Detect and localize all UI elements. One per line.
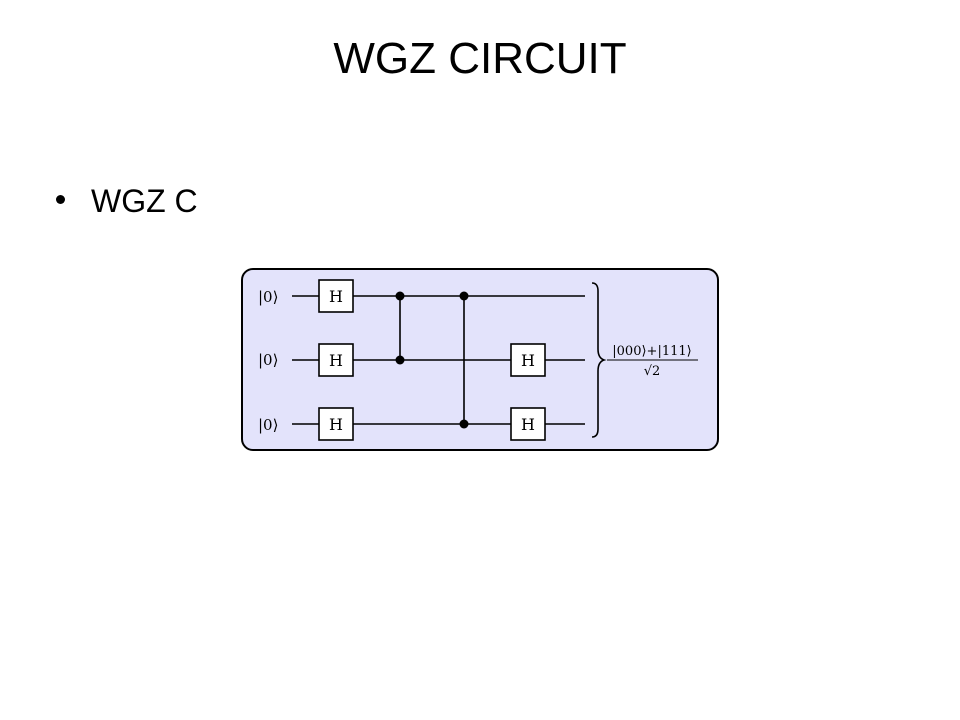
bullet-dot: [56, 194, 65, 204]
gate-label: H: [329, 351, 343, 370]
bullet-item: WGZ C: [56, 178, 198, 224]
output-state-numerator: |000⟩+|111⟩: [612, 344, 691, 359]
control-dot: [395, 291, 405, 301]
input-label-3: |0⟩: [258, 416, 278, 434]
hadamard-gate: H: [318, 279, 354, 313]
bullet-text: WGZ C: [91, 182, 198, 219]
slide-title: WGZ CIRCUIT: [333, 34, 627, 83]
control-dot: [459, 419, 469, 429]
hadamard-gate: H: [318, 407, 354, 441]
hadamard-gate: H: [510, 343, 546, 377]
hadamard-gate: H: [318, 343, 354, 377]
gate-label: H: [329, 287, 343, 306]
circuit-diagram: |0⟩ |0⟩ |0⟩ H H H H H |000⟩+|111⟩ √2: [241, 268, 719, 451]
input-label-1: |0⟩: [258, 288, 278, 306]
control-dot: [459, 291, 469, 301]
gate-label: H: [521, 415, 535, 434]
output-brace: [591, 282, 607, 438]
gate-label: H: [521, 351, 535, 370]
output-state-denominator: √2: [644, 364, 661, 379]
gate-label: H: [329, 415, 343, 434]
hadamard-gate: H: [510, 407, 546, 441]
control-dot: [395, 355, 405, 365]
input-label-2: |0⟩: [258, 351, 278, 369]
